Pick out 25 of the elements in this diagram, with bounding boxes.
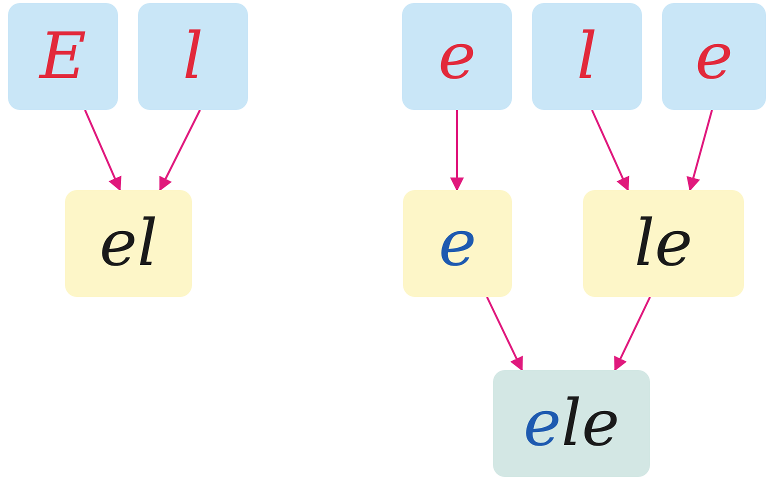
arrow bbox=[84, 110, 122, 192]
letter-card bbox=[8, 3, 118, 110]
letter-card bbox=[138, 3, 248, 110]
arrow bbox=[486, 296, 523, 372]
handwritten-text: le bbox=[634, 212, 693, 276]
syllable-card bbox=[583, 190, 744, 297]
arrow bbox=[159, 110, 201, 192]
handwritten-text: l bbox=[576, 24, 598, 88]
arrow bbox=[686, 110, 713, 192]
letter-card bbox=[532, 3, 642, 110]
handwritten-text: E bbox=[40, 24, 86, 88]
letter-card bbox=[662, 3, 766, 110]
handwritten-text: e bbox=[438, 24, 476, 88]
word-card bbox=[493, 370, 650, 477]
syllable-card bbox=[65, 190, 192, 297]
arrow bbox=[614, 296, 651, 372]
letter-card bbox=[402, 3, 512, 110]
handwritten-text: ele bbox=[523, 392, 620, 456]
arrow bbox=[450, 110, 464, 192]
handwritten-text: e bbox=[438, 212, 476, 276]
handwritten-text: e bbox=[695, 24, 733, 88]
handwritten-text: l bbox=[182, 24, 204, 88]
arrow bbox=[591, 110, 630, 192]
handwritten-text: el bbox=[99, 212, 158, 276]
syllable-card bbox=[403, 190, 512, 297]
